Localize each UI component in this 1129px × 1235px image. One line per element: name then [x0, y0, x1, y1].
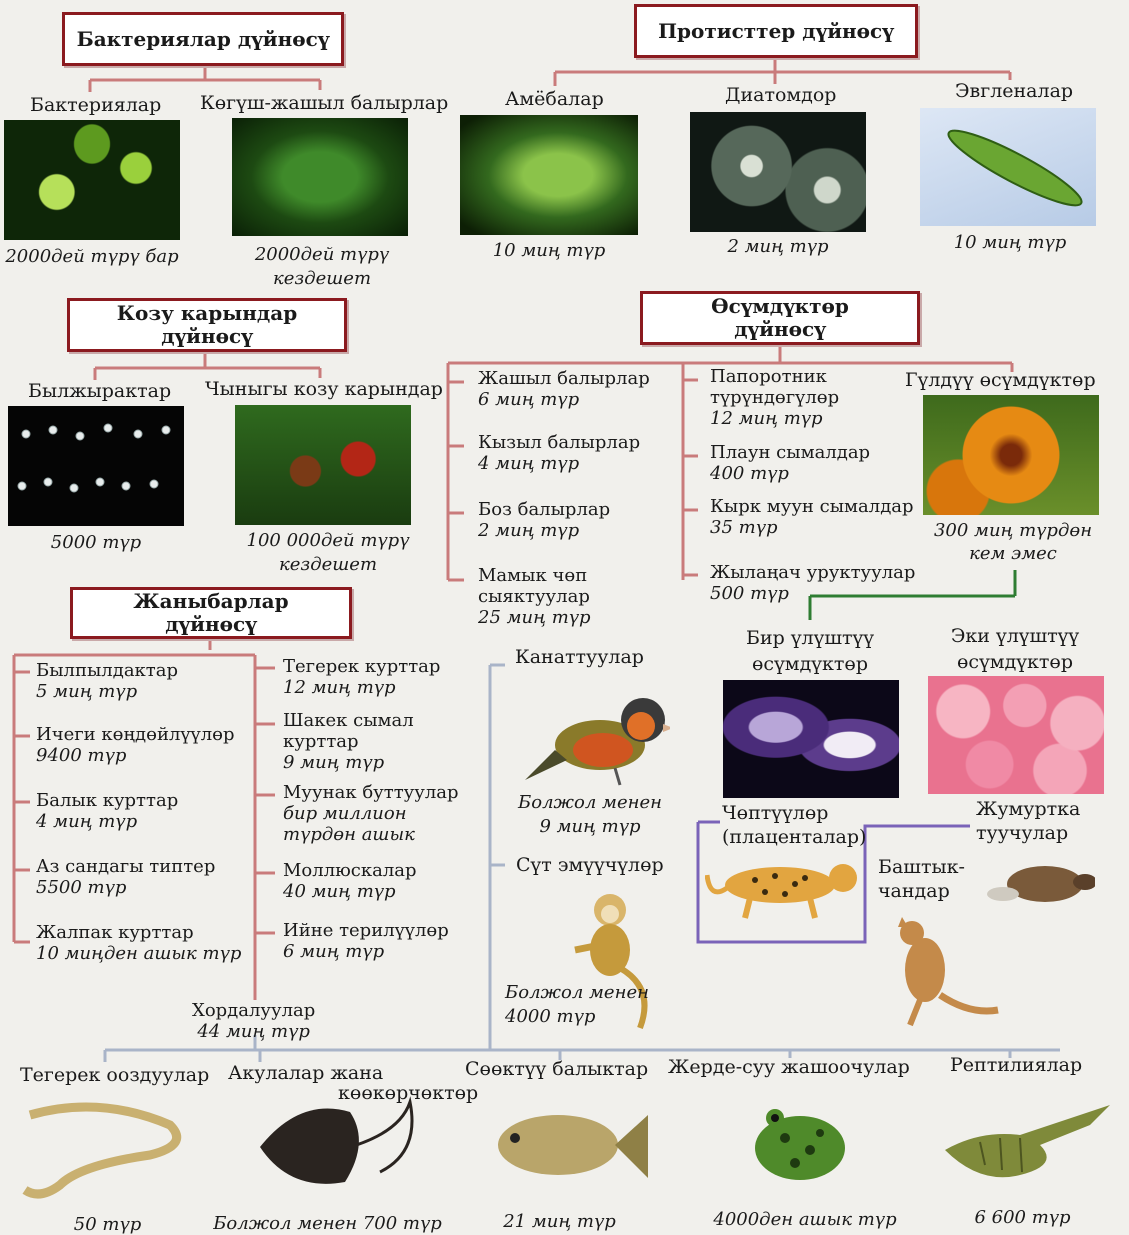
- mammals-count-line1: Болжол менен: [505, 982, 649, 1003]
- crocodile-icon: [940, 1080, 1112, 1200]
- flowering-plants-label: Гүлдүү өсүмдүктөр: [905, 369, 1096, 391]
- bacteria-kingdom-title: Бактериялар дүйнөсү: [62, 12, 344, 66]
- lampreys-label: Тегерек ооздуулар: [20, 1064, 209, 1086]
- bacteria-count: 2000дей түрү бар: [4, 246, 180, 267]
- diatom-count: 2 миң түр: [690, 236, 866, 257]
- mushroom-photo: [235, 405, 411, 525]
- reptiles-count: 6 600 түр: [935, 1207, 1110, 1228]
- euglena-photo: [920, 108, 1096, 226]
- marsupials-label-line2: чандар: [878, 880, 950, 902]
- amphibians-label: Жерде-суу жашоочулар: [668, 1056, 910, 1078]
- kangaroo-icon: [890, 915, 1000, 1030]
- platypus-icon: [985, 852, 1095, 914]
- bird-icon: [525, 690, 670, 790]
- euglena-count: 10 миң түр: [920, 232, 1100, 253]
- amoeba-photo: [460, 115, 638, 235]
- bony-fish-label: Сөөктүү балыктар: [465, 1058, 648, 1080]
- dicots-label-line1: Эки үлүштүү: [930, 625, 1100, 647]
- egglayers-label-line2: туучулар: [976, 822, 1068, 844]
- slime-mold-label: Былжырактар: [28, 380, 171, 402]
- iris-photo: [723, 680, 899, 798]
- diatom-label: Диатомдор: [725, 84, 836, 106]
- birds-label: Канаттуулар: [515, 646, 644, 668]
- dicots-label-line2: өсүмдүктөр: [930, 651, 1100, 673]
- frog-icon: [740, 1088, 860, 1198]
- leopard-icon: [705, 850, 865, 920]
- protists-kingdom-title: Протисттер дүйнөсү: [634, 4, 918, 58]
- lamprey-icon: [20, 1095, 195, 1205]
- euglena-label: Эвгленалар: [955, 80, 1073, 102]
- placentals-label-line1: Чөптүүлөр: [722, 802, 828, 824]
- lampreys-count: 50 түр: [20, 1214, 195, 1235]
- amphibians-count: 4000ден ашык түр: [700, 1209, 910, 1230]
- slime-mold-count: 5000 түр: [8, 532, 184, 553]
- cyanobacteria-photo: [232, 118, 408, 236]
- amoeba-count: 10 миң түр: [460, 240, 638, 261]
- diatom-photo: [690, 112, 866, 232]
- true-fungi-count-line1: 100 000дей түрү: [235, 530, 421, 551]
- cyanobacteria-count-line2: кездешет: [232, 268, 412, 289]
- mammals-label: Сүт эмүүчүлөр: [516, 854, 664, 876]
- mammals-count-line2: 4000 түр: [505, 1006, 595, 1027]
- bony-fish-count: 21 миң түр: [472, 1211, 647, 1232]
- bacteria-photo: [4, 120, 180, 240]
- sharks-count: Болжол менен 700 түр: [210, 1213, 445, 1234]
- amoeba-label: Амёбалар: [505, 88, 604, 110]
- bacteria-label: Бактериялар: [30, 94, 161, 116]
- cyanobacteria-label: Көгүш-жашыл балырлар: [200, 92, 448, 114]
- placentals-label-line2: (плаценталар): [722, 826, 866, 848]
- fish-icon: [480, 1090, 650, 1200]
- true-fungi-count-line2: кездешет: [235, 554, 421, 575]
- stingray-icon: [250, 1092, 420, 1207]
- monocots-label-line2: өсүмдүктөр: [725, 653, 895, 675]
- birds-count-line1: Болжол менен: [510, 792, 670, 813]
- birds-count-line2: 9 миң түр: [510, 816, 670, 837]
- cyanobacteria-count-line1: 2000дей түрү: [232, 244, 412, 265]
- flowering-count-line1: 300 миң түрдөн: [923, 520, 1103, 541]
- rose-photo: [928, 676, 1104, 794]
- egglayers-label-line1: Жумуртка: [976, 798, 1080, 820]
- marsupials-label-line1: Баштык-: [878, 856, 965, 878]
- sharks-label-line1: Акулалар жана: [228, 1062, 383, 1084]
- orchid-photo: [923, 395, 1099, 515]
- slime-mold-photo: [8, 406, 184, 526]
- reptiles-label: Рептилиялар: [950, 1054, 1082, 1076]
- flowering-count-line2: кем эмес: [923, 543, 1103, 564]
- monocots-label-line1: Бир үлүштүү: [725, 627, 895, 649]
- true-fungi-label: Чыныгы козу карындар: [205, 378, 443, 400]
